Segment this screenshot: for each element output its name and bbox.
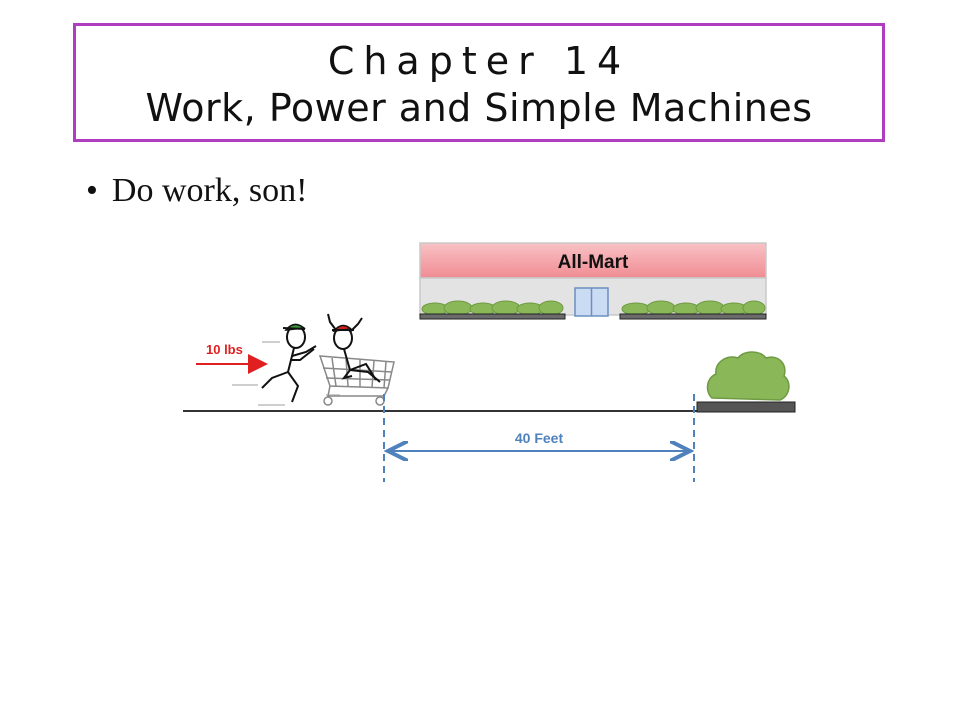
- store-building: All-Mart: [419, 242, 767, 320]
- title-box: Chapter 14 Work, Power and Simple Machin…: [73, 23, 885, 142]
- distance-markers: [383, 394, 695, 482]
- store-sign-panel: [419, 242, 767, 279]
- store-sign-label: All-Mart: [558, 252, 629, 273]
- bush-planter: [696, 401, 796, 413]
- distance-label: 40 Feet: [515, 430, 564, 446]
- chapter-title: Chapter 14: [327, 39, 631, 83]
- bush-icon: [696, 351, 796, 413]
- bullet-text: Do work, son!: [111, 172, 308, 209]
- chapter-subtitle: Work, Power and Simple Machines: [145, 86, 813, 130]
- force-label: 10 lbs: [206, 342, 243, 357]
- bullet-item: • Do work, son!: [86, 172, 307, 210]
- store-hedge-right-icon: [621, 300, 766, 316]
- store-planter-right: [619, 313, 767, 320]
- distance-arrow: 40 Feet: [388, 430, 690, 451]
- force-arrow: 10 lbs: [196, 342, 268, 374]
- store-planter-left: [419, 313, 566, 320]
- rider-person-icon: [327, 313, 381, 383]
- bullet-dot: •: [86, 172, 98, 209]
- pushing-person-icon: [261, 323, 317, 403]
- store-door-icon: [574, 287, 609, 317]
- shopping-cart-icon: [318, 355, 395, 406]
- motion-lines-icon: [232, 341, 340, 406]
